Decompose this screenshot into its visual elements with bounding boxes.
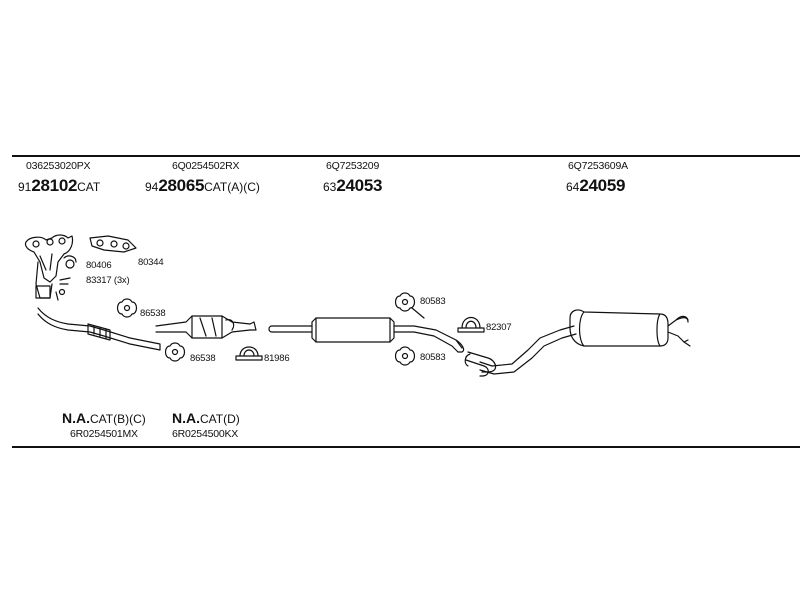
rubber-hanger-80583-lower [394, 346, 416, 366]
label-80583-lower: 80583 [420, 352, 446, 363]
bottom-code-2: N.A.CAT(D) [172, 410, 240, 426]
catalytic-converter [155, 315, 257, 339]
u-clamp-81986 [235, 346, 263, 361]
group-4-code-main: 24059 [579, 176, 626, 195]
group-2-part-number: 6Q0254502RX [172, 160, 240, 172]
group-1-code-main: 28102 [31, 176, 78, 195]
u-clamp-82307 [457, 316, 485, 333]
rear-muffler [569, 309, 691, 347]
rear-pipe [464, 325, 577, 377]
label-86538-upper: 86538 [140, 308, 166, 319]
bottom-code-2-suffix: CAT(D) [200, 412, 240, 426]
group-3-code: 6324053 [323, 176, 382, 196]
rubber-hanger-80583-upper [394, 292, 425, 319]
bottom-code-1: N.A.CAT(B)(C) [62, 410, 146, 426]
label-80344: 80344 [138, 257, 164, 268]
group-1-code: 9128102CAT [18, 176, 100, 196]
group-3-code-main: 24053 [336, 176, 383, 195]
group-3-part-number: 6Q7253209 [326, 160, 380, 172]
rubber-hanger-86538-lower [164, 342, 186, 362]
center-muffler-pipe [268, 317, 465, 353]
label-82307: 82307 [486, 322, 512, 333]
group-2-code: 9428065CAT(A)(C) [145, 176, 260, 196]
bottom-code-1-suffix: CAT(B)(C) [90, 412, 146, 426]
group-4-part-number: 6Q7253609A [568, 160, 628, 172]
top-divider [12, 155, 800, 157]
bottom-code-1-code: N.A. [62, 410, 90, 426]
group-1-part-number: 036253020PX [26, 160, 91, 172]
manifold-fittings [55, 255, 77, 301]
label-86538-lower: 86538 [190, 353, 216, 364]
label-80406: 80406 [86, 260, 112, 271]
manifold-gasket [89, 235, 137, 253]
label-80583-upper: 80583 [420, 296, 446, 307]
label-83317: 83317 (3x) [86, 275, 130, 286]
group-2-code-prefix: 94 [145, 180, 159, 194]
rubber-hanger-86538-upper [116, 298, 138, 318]
front-pipe [37, 307, 161, 351]
label-81986: 81986 [264, 353, 290, 364]
group-3-code-prefix: 63 [323, 180, 337, 194]
exhaust-manifold [24, 234, 74, 299]
bottom-code-2-code: N.A. [172, 410, 200, 426]
group-1-code-prefix: 91 [18, 180, 32, 194]
bottom-divider [12, 446, 800, 448]
group-1-code-suffix: CAT [77, 180, 101, 194]
group-2-code-main: 28065 [158, 176, 205, 195]
group-4-code-prefix: 64 [566, 180, 580, 194]
group-4-code: 6424059 [566, 176, 625, 196]
bottom-code-2-part-number: 6R0254500KX [172, 428, 239, 440]
group-2-code-suffix: CAT(A)(C) [204, 180, 260, 194]
bottom-code-1-part-number: 6R0254501MX [70, 428, 138, 440]
